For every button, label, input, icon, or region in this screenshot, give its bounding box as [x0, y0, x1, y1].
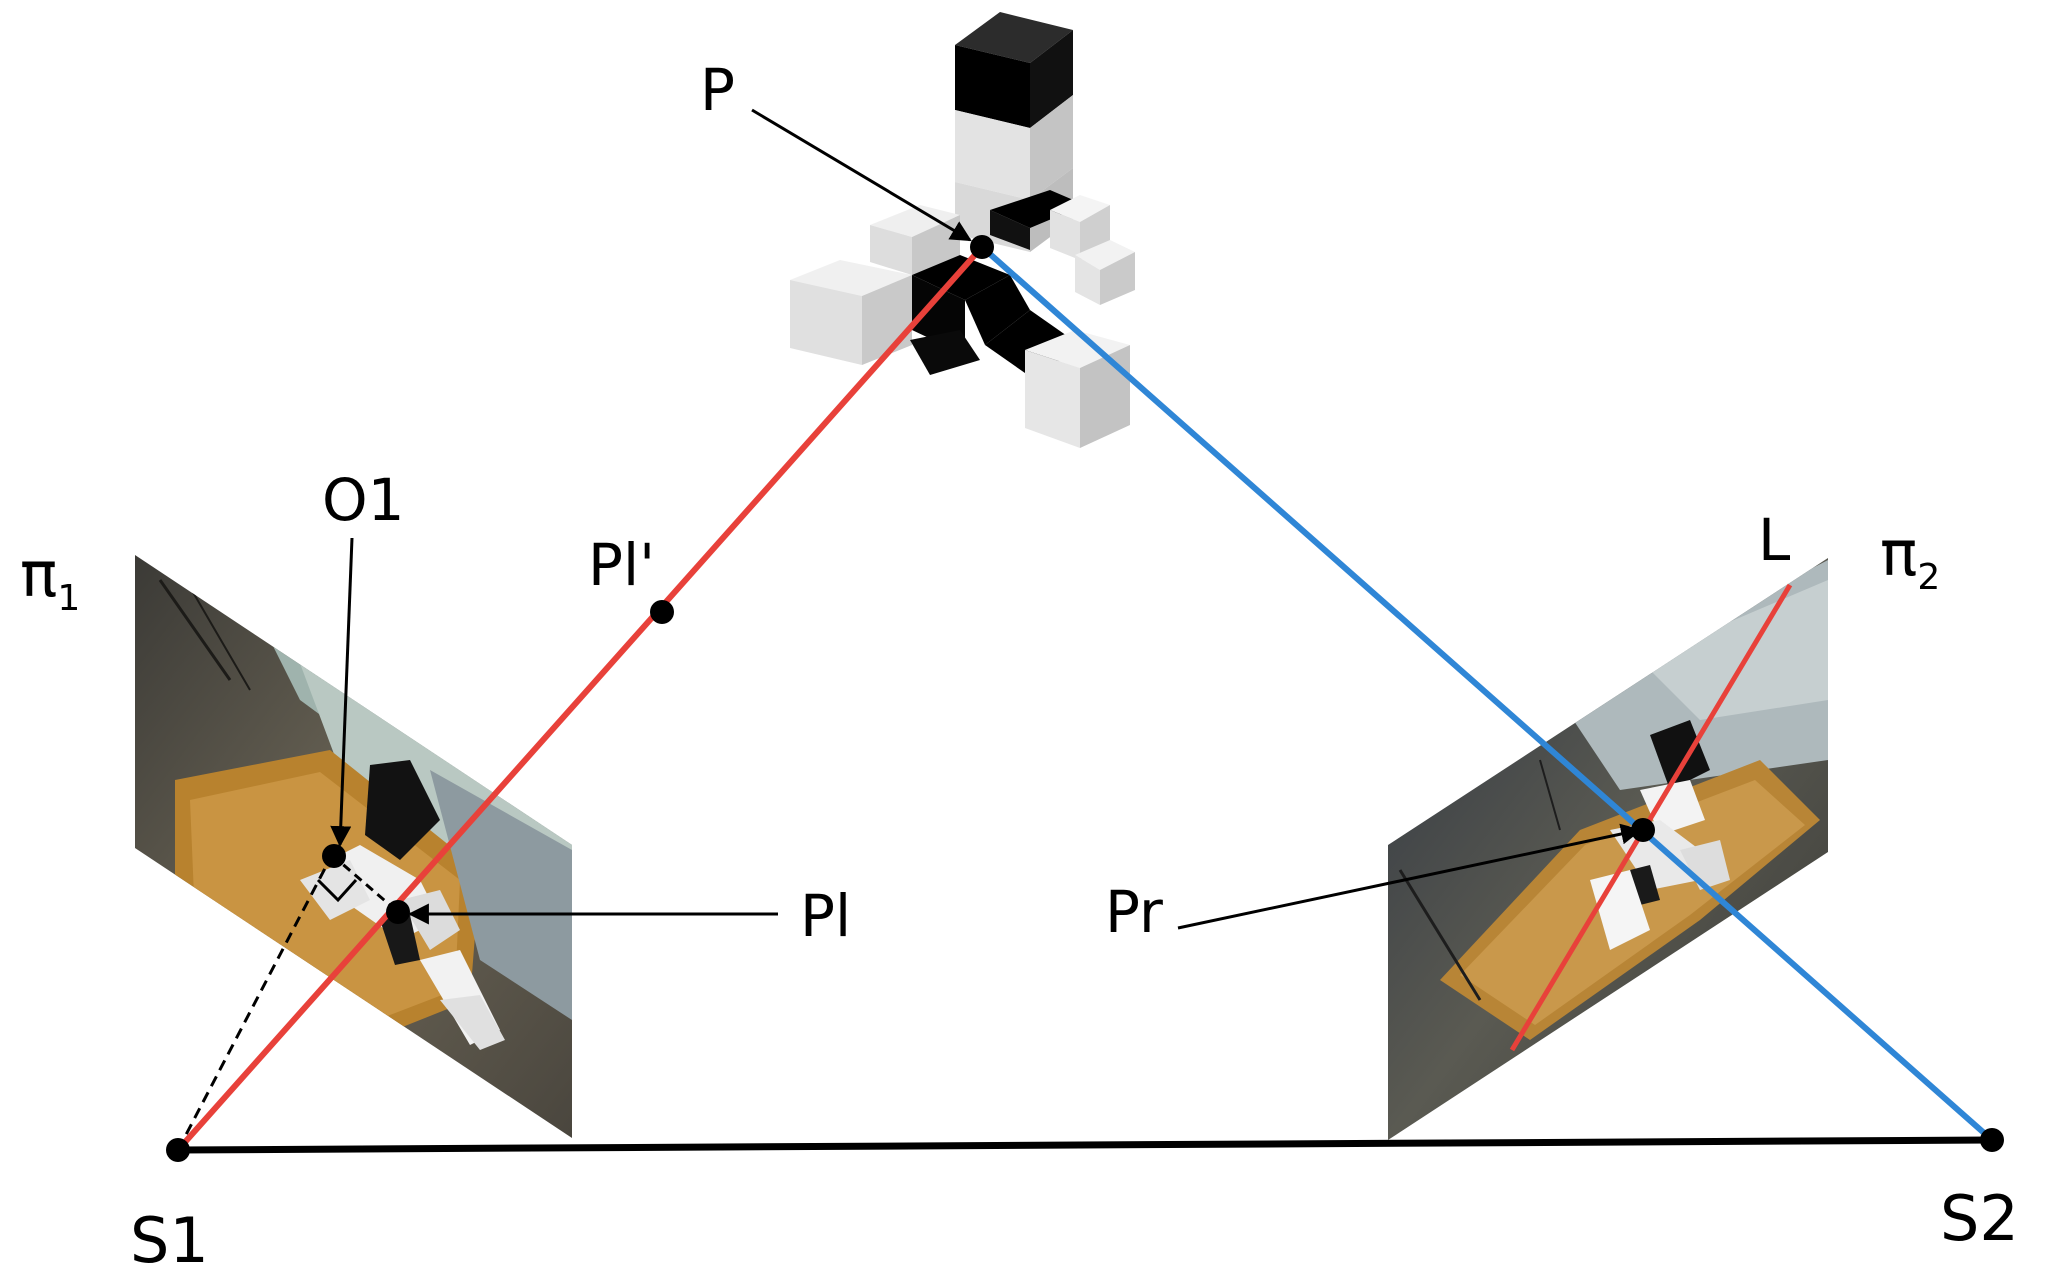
right-image-plane	[1388, 558, 1828, 1140]
label-s1: S1	[130, 1204, 209, 1277]
label-pr: Pr	[1105, 878, 1163, 946]
label-pi1-symbol: π	[20, 538, 57, 611]
label-p: P	[700, 56, 735, 124]
left-ray	[175, 245, 985, 1152]
label-o1: O1	[322, 466, 405, 534]
label-s2: S2	[1940, 1182, 2019, 1255]
left-image-plane	[135, 555, 572, 1138]
3d-object	[790, 12, 1135, 448]
right-angle-marker	[316, 878, 358, 903]
right-ray	[980, 244, 1994, 1143]
label-pi2-symbol: π	[1880, 517, 1917, 590]
point-o1	[322, 844, 346, 868]
point-p	[970, 235, 994, 259]
leader-o1	[330, 537, 354, 848]
point-pl	[386, 900, 410, 924]
label-pi1-subscript: 1	[57, 578, 80, 619]
leader-p	[751, 108, 972, 242]
point-pl-prime	[650, 600, 674, 624]
epipolar-line	[1509, 583, 1793, 1052]
label-pi2-subscript: 2	[1917, 557, 1940, 598]
label-pl: Pl	[800, 882, 851, 950]
leader-pr	[1177, 823, 1643, 930]
dashed-line-s1-o1	[176, 854, 334, 1151]
point-pr	[1631, 818, 1655, 842]
point-s1	[166, 1138, 190, 1162]
baseline	[177, 1136, 1993, 1154]
label-pi2: π2	[1880, 517, 1940, 598]
label-l: L	[1758, 506, 1790, 574]
label-pi1: π1	[20, 538, 80, 619]
label-pl-prime: Pl'	[588, 531, 655, 599]
point-s2	[1980, 1128, 2004, 1152]
